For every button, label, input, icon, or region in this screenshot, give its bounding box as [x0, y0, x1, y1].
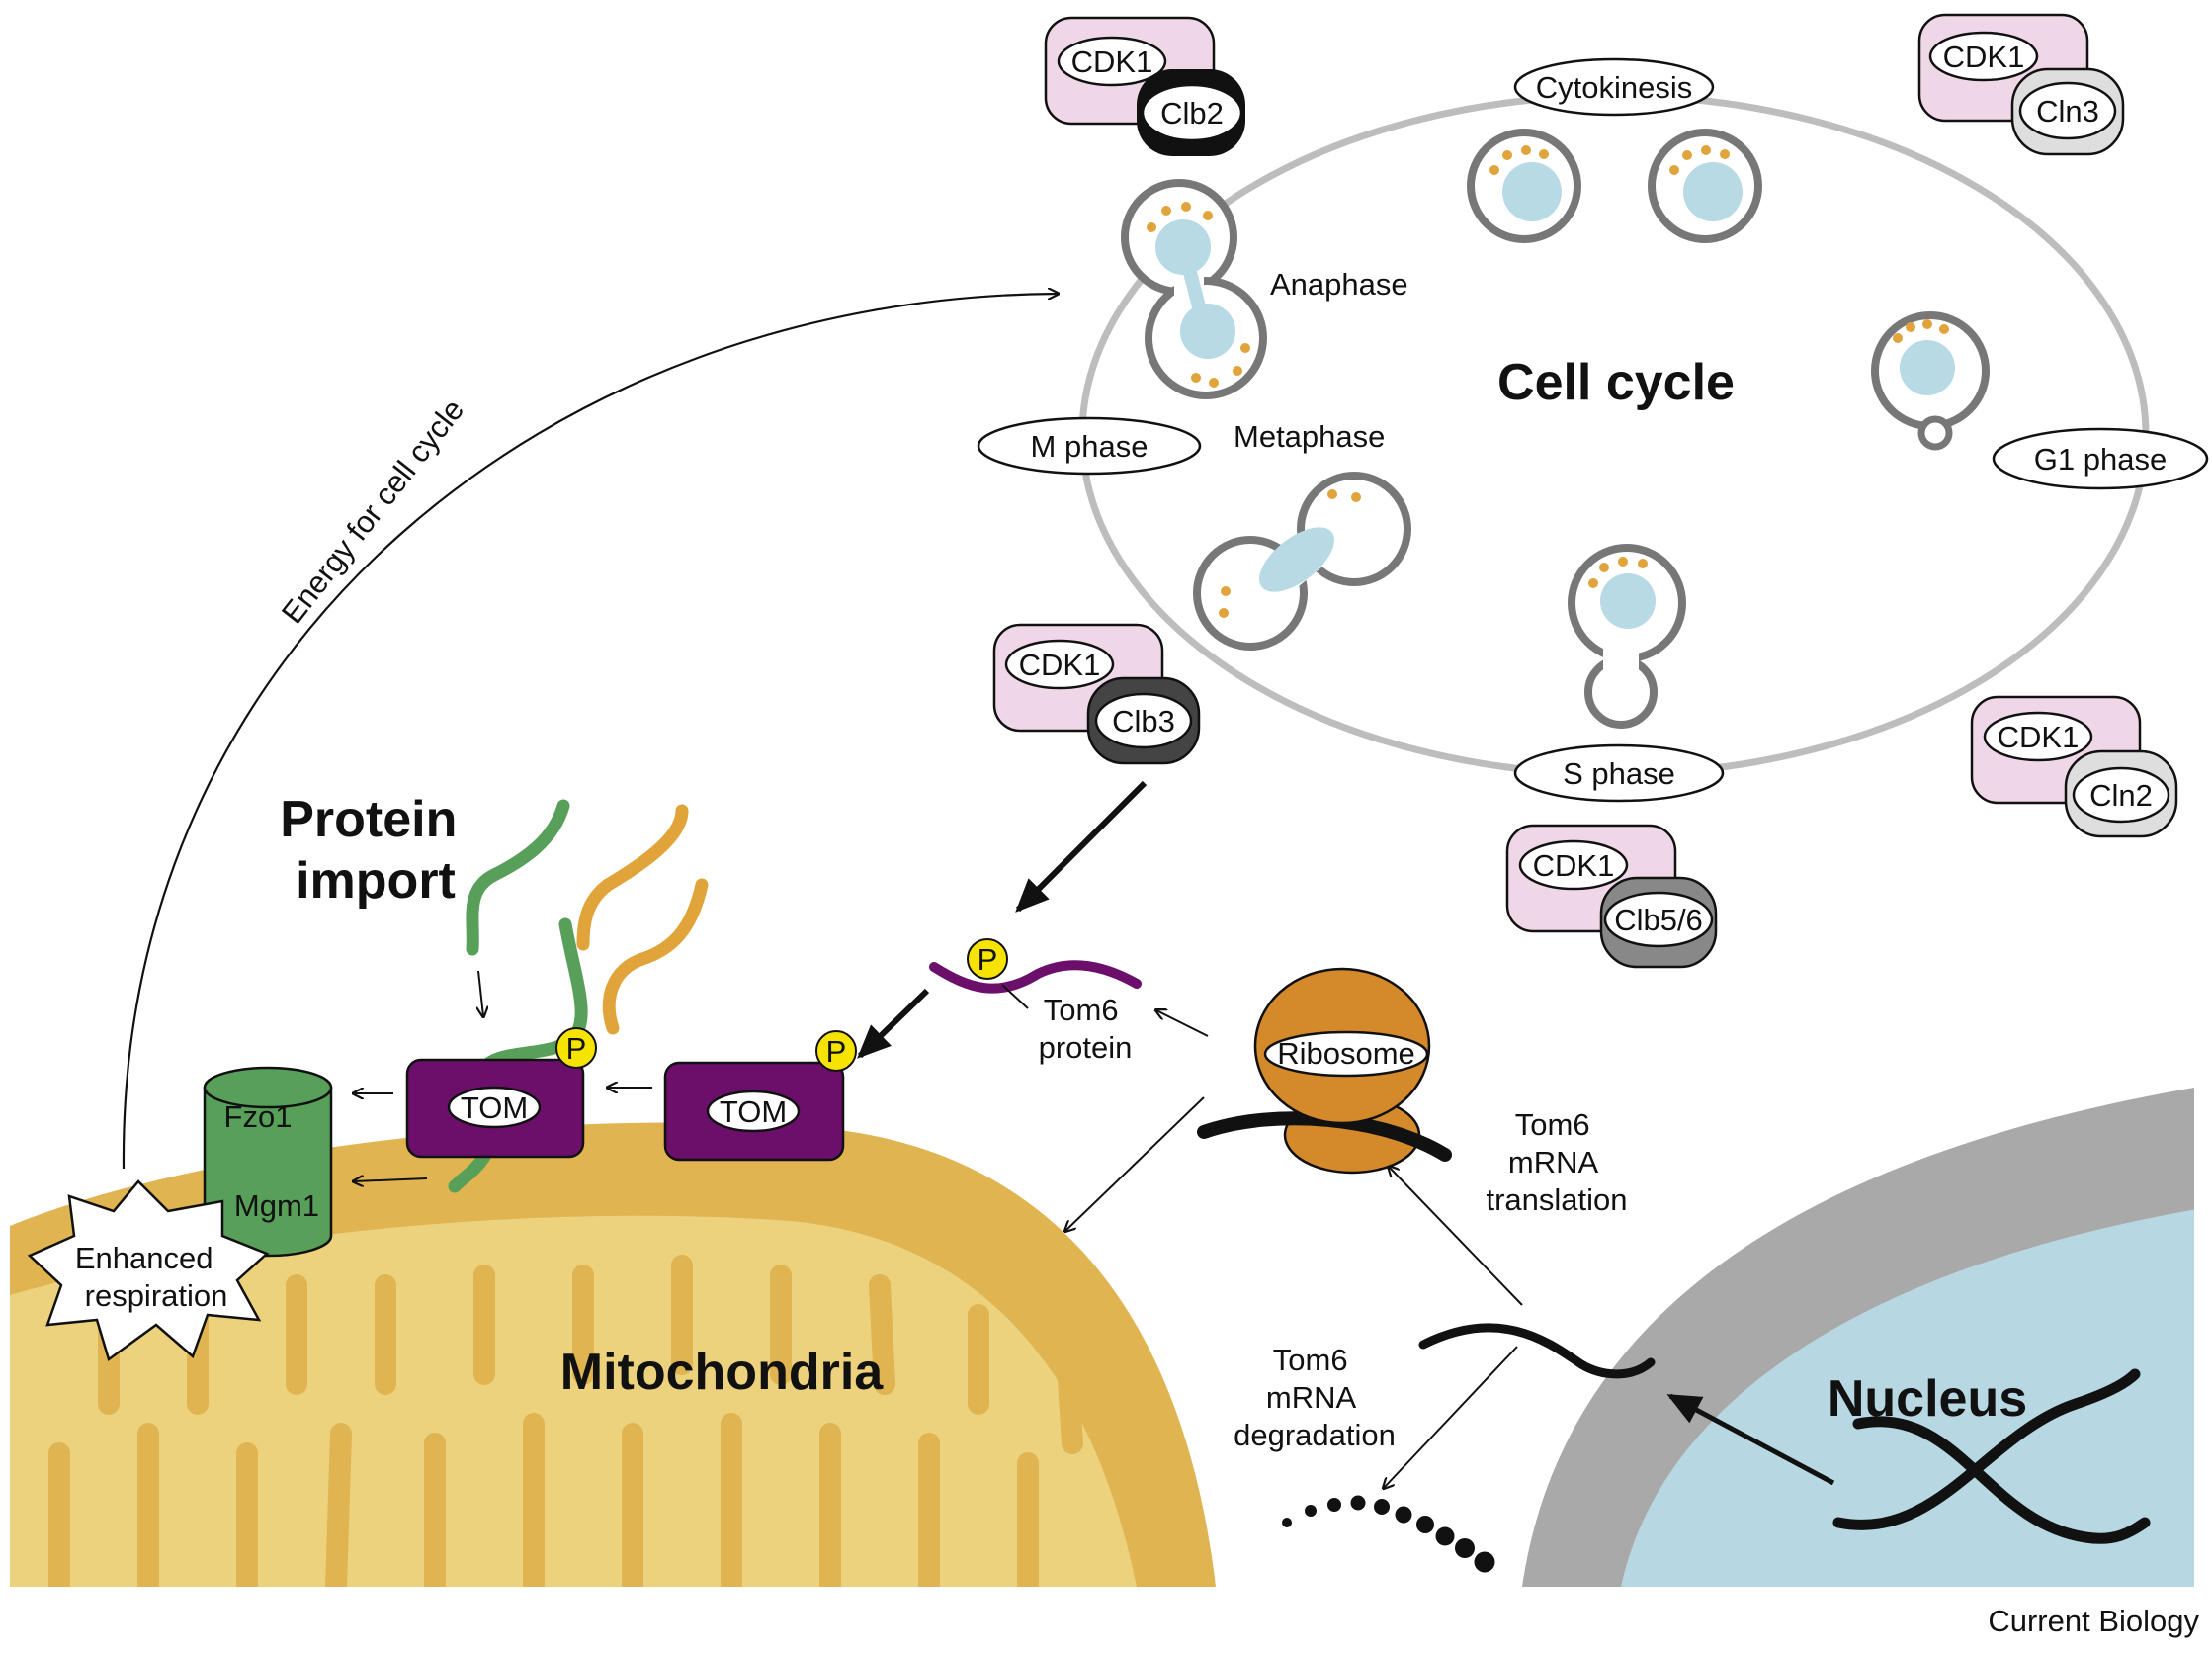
tom6-protein-label: Tom6 protein	[1039, 993, 1133, 1065]
ribosome: Ribosome	[1197, 967, 1452, 1175]
ribosome-label-pill	[1263, 1030, 1429, 1078]
nucleoplasm	[1621, 1206, 2194, 1587]
precursor-orange-1	[576, 804, 689, 951]
tom6-leader	[1001, 984, 1029, 1009]
tom-right-phospho-label: P	[826, 1034, 847, 1069]
tom-right-label: TOM	[720, 1094, 787, 1129]
clb2-cyclin-pill	[1141, 83, 1243, 142]
phase-g1-pill	[1992, 427, 2209, 490]
phase-s: S phase	[1513, 743, 1725, 803]
cell-s	[1568, 544, 1686, 729]
tom6-protein: P Tom6 protein	[929, 938, 1142, 1065]
clb2-cyclin-label: Clb2	[1160, 96, 1224, 131]
phase-g1: G1 phase	[1992, 427, 2209, 490]
degradation-label: Tom6 mRNA degradation	[1234, 1343, 1396, 1452]
clb3-cyclin-label: Clb3	[1112, 704, 1175, 739]
credit-label: Current Biology	[1988, 1604, 2199, 1638]
phase-cytokinesis-pill	[1513, 57, 1715, 117]
translation-arrow	[1389, 1167, 1523, 1306]
complex-cdk1-clb3: CDK1 Clb3	[992, 623, 1201, 765]
fzo1-label: Fzo1	[224, 1099, 293, 1134]
fusion-cylinder-top	[203, 1066, 333, 1109]
fusion-machinery: Fzo1 Mgm1	[203, 1066, 333, 1258]
degraded-mrna-dots	[1282, 1495, 1495, 1573]
tom-right-pill	[706, 1090, 801, 1133]
tom-complex-left: TOM P	[405, 1027, 597, 1159]
precursor-green-1	[466, 799, 570, 956]
precursor-orange-2	[602, 878, 709, 1035]
clb3-cdk-label: CDK1	[1019, 648, 1101, 682]
tom6-peptide	[929, 960, 1142, 994]
phase-g1-label: G1 phase	[2034, 442, 2167, 477]
tom-left-phospho-label: P	[566, 1031, 587, 1066]
energy-arc-arrow	[122, 294, 1058, 1170]
enhanced-respiration: Enhanced respiration	[27, 1179, 270, 1362]
respiration-label: Enhanced respiration	[75, 1241, 228, 1313]
phase-s-pill	[1513, 743, 1725, 803]
tom-left-phospho	[555, 1027, 597, 1069]
cell-cytokinesis-right	[1648, 129, 1762, 243]
translation-label: Tom6 mRNA translation	[1486, 1107, 1627, 1217]
cell-cytokinesis-left	[1467, 129, 1581, 243]
complex-cdk1-cln2: CDK1 Cln2	[1970, 695, 2178, 838]
cell-g1	[1871, 311, 1990, 451]
tom-left-pill	[447, 1086, 542, 1129]
export-arrow	[1666, 1393, 1835, 1486]
phase-m-pill	[977, 416, 1202, 476]
ribosome-to-mito-arrow	[1065, 1096, 1205, 1231]
phase-m: M phase	[977, 416, 1202, 476]
protein-import-label: Protein import	[280, 791, 471, 910]
cell-anaphase	[1121, 179, 1267, 399]
clb56-cyclin-label: Clb5/6	[1614, 903, 1703, 937]
respiration-burst	[27, 1179, 270, 1362]
phase-m-label: M phase	[1031, 429, 1149, 464]
precursor-green-3	[448, 1150, 491, 1193]
phase-anaphase-label: Anaphase	[1270, 267, 1408, 302]
cln3-cdk-label: CDK1	[1943, 40, 2025, 74]
phase-cytokinesis-label: Cytokinesis	[1536, 70, 1693, 105]
cln2-cyclin-pill	[2072, 766, 2170, 824]
complex-cdk1-clb56: CDK1 Clb5/6	[1505, 824, 1718, 969]
cln2-cyclin-label: Cln2	[2089, 778, 2153, 813]
tom-right-phospho	[815, 1030, 857, 1072]
cln3-cdk-pill	[1928, 31, 2039, 82]
precursor-down-arrow	[478, 970, 483, 1016]
clb56-cdk-label: CDK1	[1533, 848, 1615, 883]
cell-metaphase	[1193, 472, 1411, 651]
complex-cdk1-clb2: CDK1 Clb2	[1044, 16, 1245, 156]
complex-cdk1-cln3: CDK1 Cln3	[1917, 13, 2125, 156]
clb56-cdk-pill	[1518, 839, 1629, 891]
phase-cytokinesis: Cytokinesis	[1513, 57, 1715, 117]
cell-cycle-title: Cell cycle	[1497, 354, 1735, 411]
degradation-arrow	[1384, 1346, 1518, 1488]
cln2-cdk-label: CDK1	[1998, 720, 2080, 754]
dna-helix	[1832, 1368, 2151, 1544]
clb2-cdk-pill	[1057, 36, 1167, 87]
tom6-to-tom-arrow	[857, 988, 930, 1059]
cln2-cdk-pill	[1983, 711, 2093, 762]
nucleus: Nucleus	[1522, 1088, 2194, 1587]
ribosome-to-tom6-arrow	[1156, 1010, 1209, 1037]
clb56-cyclin-pill	[1603, 891, 1714, 948]
clb3-cyclin-pill	[1094, 692, 1193, 749]
cln3-cyclin-label: Cln3	[2036, 94, 2099, 129]
cln3-cyclin-pill	[2018, 81, 2117, 140]
clb2-cdk-label: CDK1	[1071, 44, 1153, 79]
tom6-phospho-label: P	[978, 942, 998, 977]
ribosome-label: Ribosome	[1277, 1036, 1415, 1071]
tom-left-label: TOM	[461, 1090, 528, 1125]
energy-label: Energy for cell cycle	[275, 392, 470, 630]
clb3-cdk-pill	[1004, 639, 1115, 690]
phase-metaphase-label: Metaphase	[1234, 419, 1385, 454]
mito-label: Mitochondria	[560, 1344, 885, 1401]
phase-s-label: S phase	[1563, 756, 1675, 791]
mgm1-label: Mgm1	[234, 1188, 319, 1223]
tom6-phospho	[967, 938, 1008, 980]
tom-to-mgm1-arrow	[354, 1178, 428, 1181]
clb3-to-tom6-arrow	[1015, 780, 1148, 913]
tom6-mrna	[1418, 1323, 1656, 1379]
tom-complex-right: TOM P	[663, 1030, 857, 1162]
mito-cristae	[48, 1255, 1083, 1587]
